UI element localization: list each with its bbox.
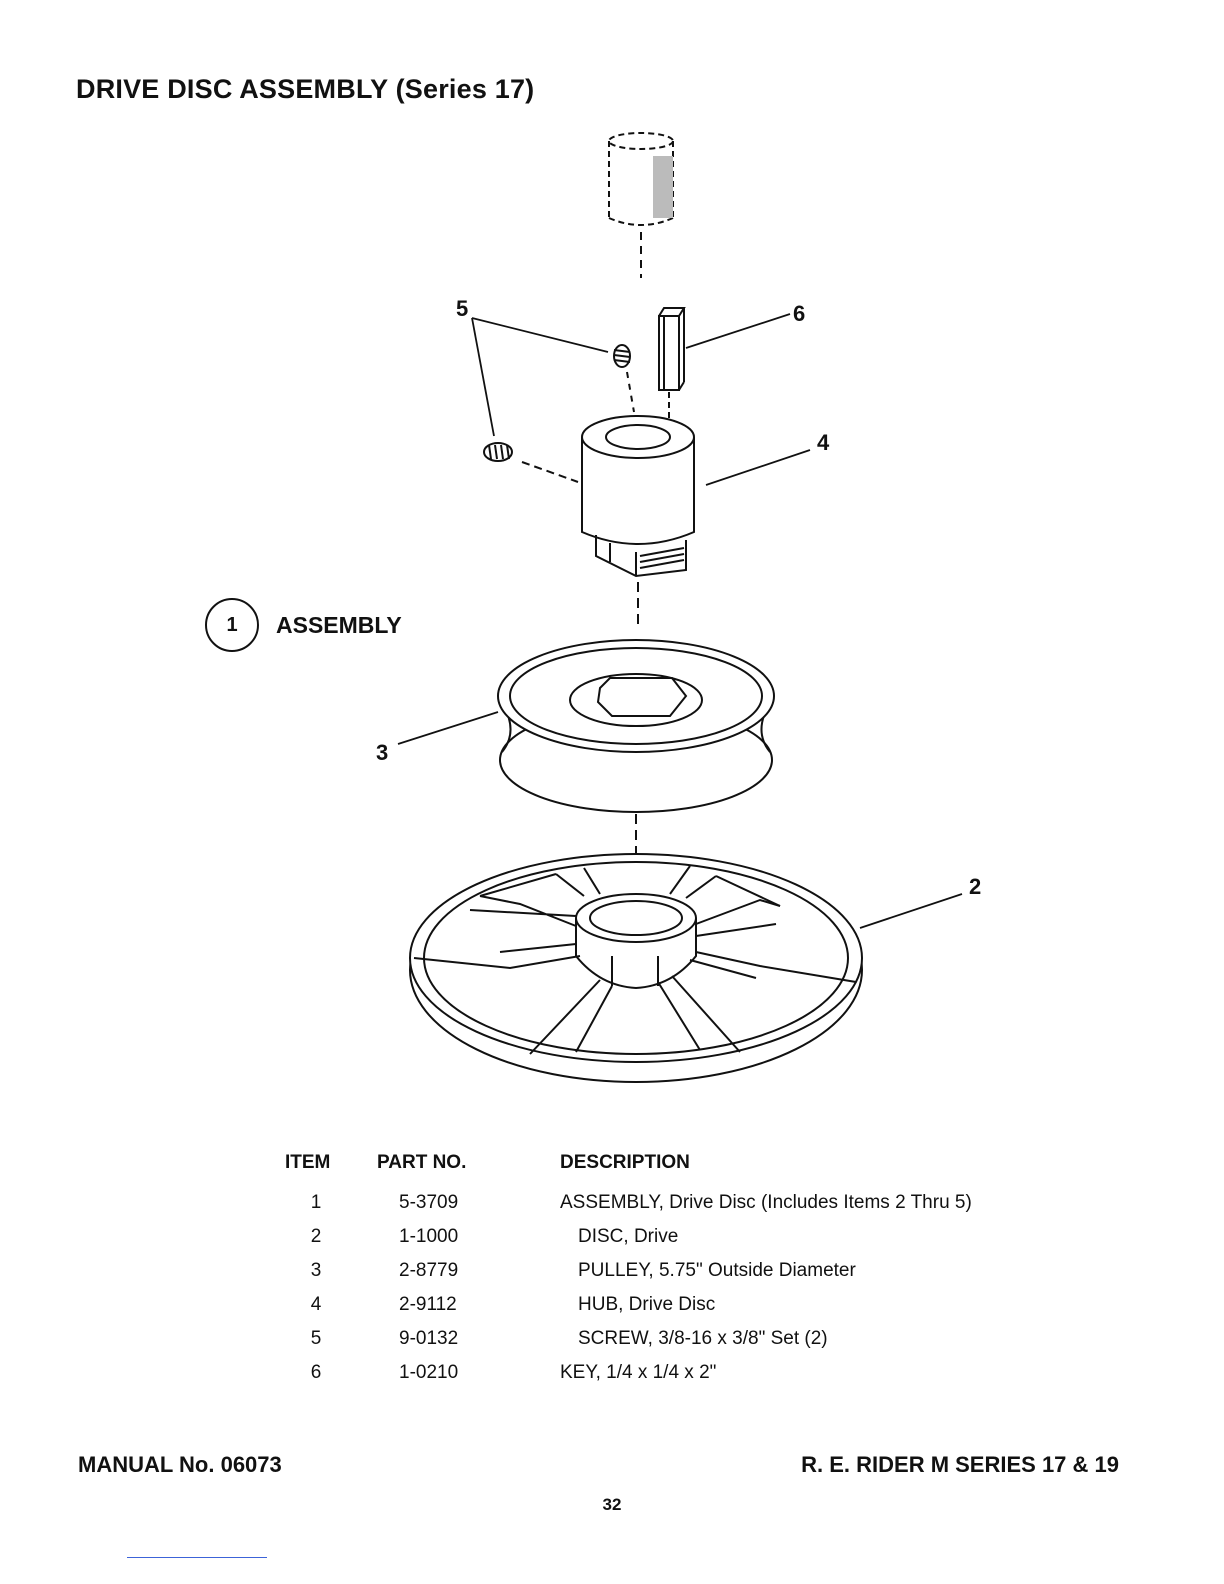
hub-part — [581, 415, 695, 578]
drive-disc-part — [409, 853, 863, 1083]
table-row: 4 2-9112 HUB, Drive Disc — [285, 1288, 1058, 1322]
callout-screw: 5 — [456, 296, 468, 321]
row-description: HUB, Drive Disc — [578, 1294, 716, 1315]
footer-divider — [127, 1557, 267, 1558]
set-screw-upper — [613, 344, 631, 368]
parts-table: ITEM PART NO. DESCRIPTION 1 5-3709 ASSEM… — [285, 1150, 1058, 1390]
row-item: 4 — [310, 1294, 322, 1315]
row-description: ASSEMBLY, Drive Disc (Includes Items 2 T… — [560, 1192, 972, 1213]
pulley-part — [497, 639, 775, 813]
key-part — [658, 307, 686, 391]
page-number: 32 — [602, 1495, 622, 1514]
row-part-no: 1-0210 — [399, 1362, 459, 1383]
callout-hub: 4 — [817, 430, 830, 455]
table-row: 1 5-3709 ASSEMBLY, Drive Disc (Includes … — [285, 1186, 1058, 1220]
row-description: PULLEY, 5.75" Outside Diameter — [578, 1260, 856, 1281]
assembly-number-circle: 1 — [205, 598, 259, 652]
row-item: 6 — [310, 1362, 322, 1383]
table-row: 6 1-0210 KEY, 1/4 x 1/4 x 2" — [285, 1356, 1058, 1390]
table-row: 3 2-8779 PULLEY, 5.75" Outside Diameter — [285, 1254, 1058, 1288]
row-item: 3 — [310, 1260, 322, 1281]
page-title: DRIVE DISC ASSEMBLY (Series 17) — [76, 74, 535, 104]
header-part-no: PART NO. — [377, 1152, 467, 1173]
header-description: DESCRIPTION — [560, 1152, 690, 1173]
exploded-view-diagram: 5 6 4 3 2 — [376, 132, 981, 1083]
set-screw-side — [483, 442, 513, 462]
callout-pulley: 3 — [376, 740, 388, 765]
header-item: ITEM — [285, 1152, 331, 1173]
table-row: 5 9-0132 SCREW, 3/8-16 x 3/8" Set (2) — [285, 1322, 1058, 1356]
row-part-no: 9-0132 — [399, 1328, 459, 1349]
leader-lines — [397, 313, 963, 929]
row-description: DISC, Drive — [578, 1226, 679, 1247]
callout-disc: 2 — [969, 874, 981, 899]
row-description: KEY, 1/4 x 1/4 x 2" — [560, 1362, 717, 1383]
row-part-no: 1-1000 — [399, 1226, 459, 1247]
assembly-label: ASSEMBLY — [276, 612, 402, 638]
row-item: 5 — [310, 1328, 322, 1349]
table-row: 2 1-1000 DISC, Drive — [285, 1220, 1058, 1254]
manual-number: MANUAL No. 06073 — [78, 1452, 282, 1477]
model-series: R. E. RIDER M SERIES 17 & 19 — [801, 1452, 1119, 1477]
row-item: 1 — [310, 1192, 322, 1213]
row-part-no: 2-8779 — [399, 1260, 459, 1281]
row-description: SCREW, 3/8-16 x 3/8" Set (2) — [578, 1328, 828, 1349]
row-part-no: 5-3709 — [399, 1192, 459, 1213]
parts-table-header: ITEM PART NO. DESCRIPTION — [285, 1150, 1058, 1186]
row-item: 2 — [310, 1226, 322, 1247]
callout-key: 6 — [793, 301, 805, 326]
row-part-no: 2-9112 — [399, 1294, 457, 1315]
